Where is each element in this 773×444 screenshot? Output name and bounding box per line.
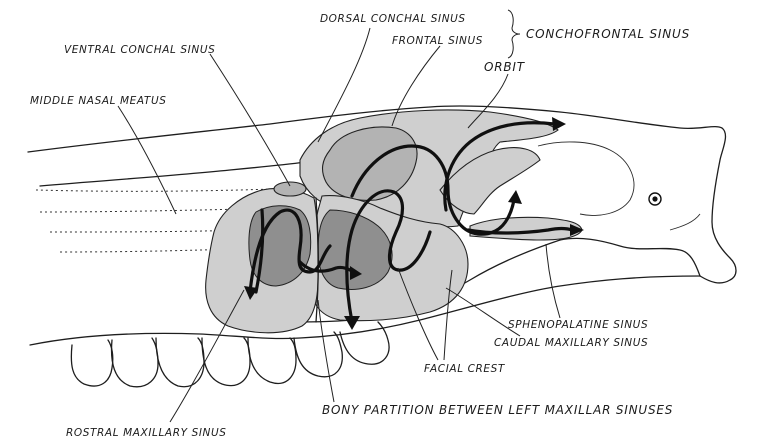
arrowhead-frontal: [508, 190, 522, 204]
leader-sphenopalatine: [546, 244, 560, 318]
nasal-bone-line: [40, 162, 306, 186]
label-orbit: ORBIT: [484, 60, 526, 74]
leader-middle-nasal-meatus: [118, 106, 176, 214]
label-facial-crest: FACIAL CREST: [424, 363, 506, 375]
label-frontal-sinus: FRONTAL SINUS: [392, 35, 483, 47]
label-middle-nasal-meatus: MIDDLE NASAL MEATUS: [30, 95, 167, 107]
orbit-rim-upper: [538, 142, 634, 216]
tooth-4: [202, 338, 250, 386]
eye-pupil: [652, 196, 657, 201]
label-ventral-conchal-sinus: VENTRAL CONCHAL SINUS: [64, 44, 215, 56]
leader-ventral-conchal: [210, 54, 290, 186]
tooth-3: [156, 338, 204, 387]
label-sphenopalatine-sinus: SPHENOPALATINE SINUS: [508, 319, 648, 331]
skull-occipital-profile: [560, 238, 700, 276]
leader-rostral-maxillary: [170, 290, 244, 422]
label-dorsal-conchal-sinus: DORSAL CONCHAL SINUS: [320, 13, 466, 25]
tooth-1: [71, 340, 112, 386]
tooth-2: [112, 338, 158, 387]
label-rostral-maxillary-sinus: ROSTRAL MAXILLARY SINUS: [66, 427, 227, 439]
conchofrontal-brace: [508, 10, 520, 58]
arrowhead-caudal: [344, 316, 360, 330]
upper-teeth: [71, 322, 389, 387]
tooth-5: [248, 338, 296, 383]
tooth-6: [294, 332, 342, 377]
label-caudal-maxillary-sinus: CAUDAL MAXILLARY SINUS: [494, 337, 648, 349]
ventral-conchal-sinus-region: [274, 182, 306, 196]
label-conchofrontal-sinus: CONCHOFRONTAL SINUS: [526, 27, 690, 41]
arrowhead-orbit: [552, 117, 566, 131]
temporal-line: [670, 214, 700, 230]
label-bony-partition: BONY PARTITION BETWEEN LEFT MAXILLAR SIN…: [322, 403, 673, 417]
